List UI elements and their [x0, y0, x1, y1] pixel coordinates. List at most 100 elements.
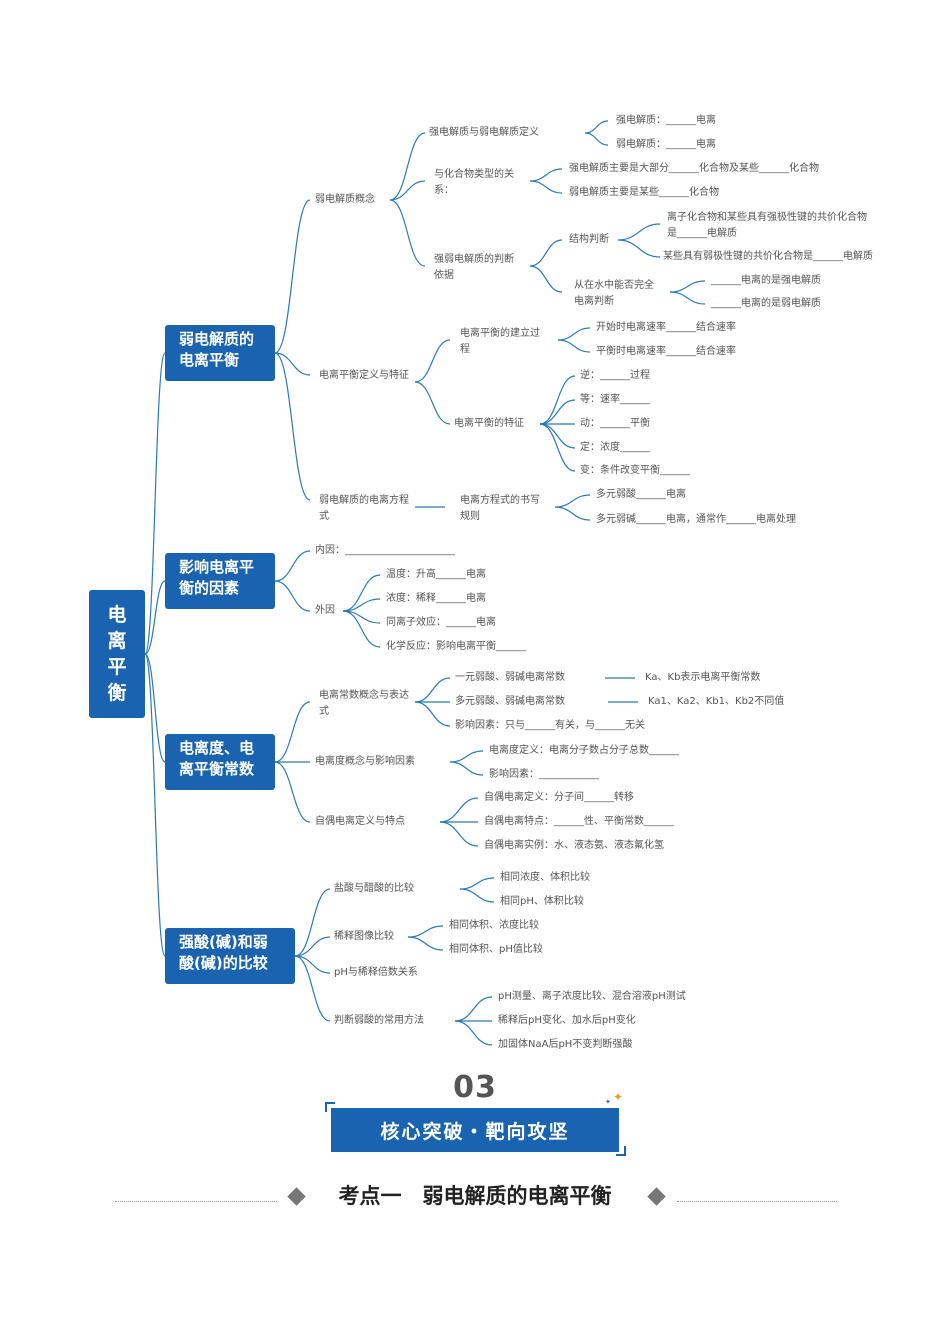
node: 开始时电离速率______结合速率: [596, 322, 736, 333]
node: 强电解质：______电离: [616, 115, 716, 126]
connector: [294, 936, 331, 957]
node: 自偶电离定义：分子间______转移: [484, 792, 634, 803]
connector: [584, 120, 609, 134]
node: 加固体NaA后pH不变判断强酸: [498, 1039, 633, 1050]
node: pH测量、离子浓度比较、混合溶液pH测试: [498, 991, 686, 1002]
node: 电离平衡的特征: [454, 418, 524, 429]
connector: [144, 653, 166, 957]
connector: [294, 888, 331, 957]
connector: [414, 339, 451, 383]
connector: [414, 677, 451, 703]
connector: [274, 701, 311, 763]
node: 逆：______过程: [580, 370, 650, 381]
section-title: 考点一 弱电解质的电离平衡: [338, 1184, 612, 1208]
connector: [554, 494, 591, 508]
banner-number: 03: [453, 1070, 497, 1105]
main-node-ionization-constant: 电离度、电离平衡常数: [165, 734, 275, 790]
node: 动：______平衡: [580, 418, 650, 429]
node: 多元弱碱______电离，通常作______电离处理: [596, 514, 796, 525]
node: 电离平衡的建立过程: [460, 328, 540, 355]
connector: [144, 580, 166, 655]
node: 从在水中能否完全电离判断: [574, 280, 654, 307]
node: 相同体积、浓度比较: [449, 920, 539, 931]
connector: [459, 877, 495, 890]
mindmap-connectors: [144, 120, 706, 1046]
node: 自偶电离实例：水、液态氨、液态氟化氢: [484, 840, 664, 851]
connector: [407, 925, 444, 938]
connector: [407, 936, 444, 951]
connector: [454, 996, 493, 1022]
node: 判断弱酸的常用方法: [334, 1015, 424, 1026]
node: 强弱电解质的判断依据: [434, 254, 514, 281]
connector: [274, 199, 311, 354]
node: 内因：______________________: [315, 545, 455, 556]
node: 自偶电离定义与特点: [315, 816, 405, 827]
node: 弱电解质概念: [315, 194, 375, 205]
node: 盐酸与醋酸的比较: [334, 883, 414, 894]
main-node-strong-weak-compare: 强酸(碱)和弱酸(碱)的比较: [165, 928, 295, 984]
node: 外因: [315, 605, 335, 616]
connector: [274, 352, 311, 501]
connector: [529, 168, 563, 182]
node: ______电离的是强电解质: [711, 275, 821, 286]
connector: [529, 265, 563, 293]
node: 多元弱酸、弱碱电离常数: [455, 696, 565, 707]
node: 电离方程式的书写规则: [460, 495, 540, 522]
node: ______电离的是弱电解质: [711, 298, 821, 309]
connector: [584, 132, 609, 146]
node: 相同pH、体积比较: [500, 896, 584, 907]
connector: [274, 761, 311, 823]
connector: [539, 399, 576, 425]
main-node-weak-electrolyte: 弱电解质的电离平衡: [165, 325, 275, 381]
connector: [342, 610, 381, 648]
connector: [144, 653, 166, 763]
connector: [529, 180, 563, 194]
connector: [414, 701, 451, 727]
node: 影响因素：只与______有关，与______无关: [455, 720, 645, 731]
banner-corner-tl: [325, 1102, 335, 1112]
node: 弱电解质：______电离: [616, 139, 716, 150]
connector: [449, 761, 484, 776]
node: 相同体积、pH值比较: [449, 944, 543, 955]
node: 浓度：稀释______电离: [386, 593, 486, 604]
node: 影响因素：____________: [489, 769, 599, 780]
node: 一元弱酸、弱碱电离常数: [455, 672, 565, 683]
node: 温度：升高______电离: [386, 569, 486, 580]
node: 电离常数概念与表达式: [319, 690, 409, 717]
node: 稀释图像比较: [334, 931, 394, 942]
node: 弱电解质主要是某些______化合物: [569, 187, 719, 198]
node: 离子化合物和某些具有强极性键的共价化合物是______电解质: [667, 212, 867, 239]
connector: [669, 291, 706, 305]
node: 相同浓度、体积比较: [500, 872, 590, 883]
banner-corner-br: [616, 1146, 626, 1156]
connector: [274, 580, 311, 612]
node: 平衡时电离速率______结合速率: [596, 346, 736, 357]
connector: [617, 223, 661, 241]
connector: [557, 327, 591, 341]
node: 等：速率______: [580, 394, 650, 405]
node: 电离平衡定义与特征: [319, 370, 409, 381]
node: Ka、Kb表示电离平衡常数: [645, 672, 761, 683]
node: 弱电解质的电离方程式: [319, 495, 409, 522]
connector: [669, 280, 706, 293]
connector: [617, 239, 661, 258]
connector: [454, 1020, 493, 1046]
connector: [554, 506, 591, 521]
node: 自偶电离特点：______性、平衡常数______: [484, 816, 674, 827]
node: 稀释后pH变化、加水后pH变化: [498, 1015, 636, 1026]
root-node: 电离平衡: [89, 590, 145, 718]
node: 化学反应：影响电离平衡______: [386, 641, 526, 652]
connector: [342, 574, 381, 612]
node: 电离度定义：电离分子数占分子总数______: [489, 745, 679, 756]
connector: [539, 423, 576, 472]
connector: [539, 375, 576, 425]
connector: [294, 955, 331, 1022]
connector: [449, 750, 484, 763]
divider-right: [677, 1201, 837, 1202]
node: 结构判断: [569, 234, 609, 245]
node: Ka1、Ka2、Kb1、Kb2不同值: [648, 696, 785, 707]
connector: [274, 352, 311, 376]
banner-title: 核心突破・靶向攻坚: [331, 1108, 619, 1152]
node: 强电解质与弱电解质定义: [429, 127, 539, 138]
connector: [414, 381, 451, 425]
